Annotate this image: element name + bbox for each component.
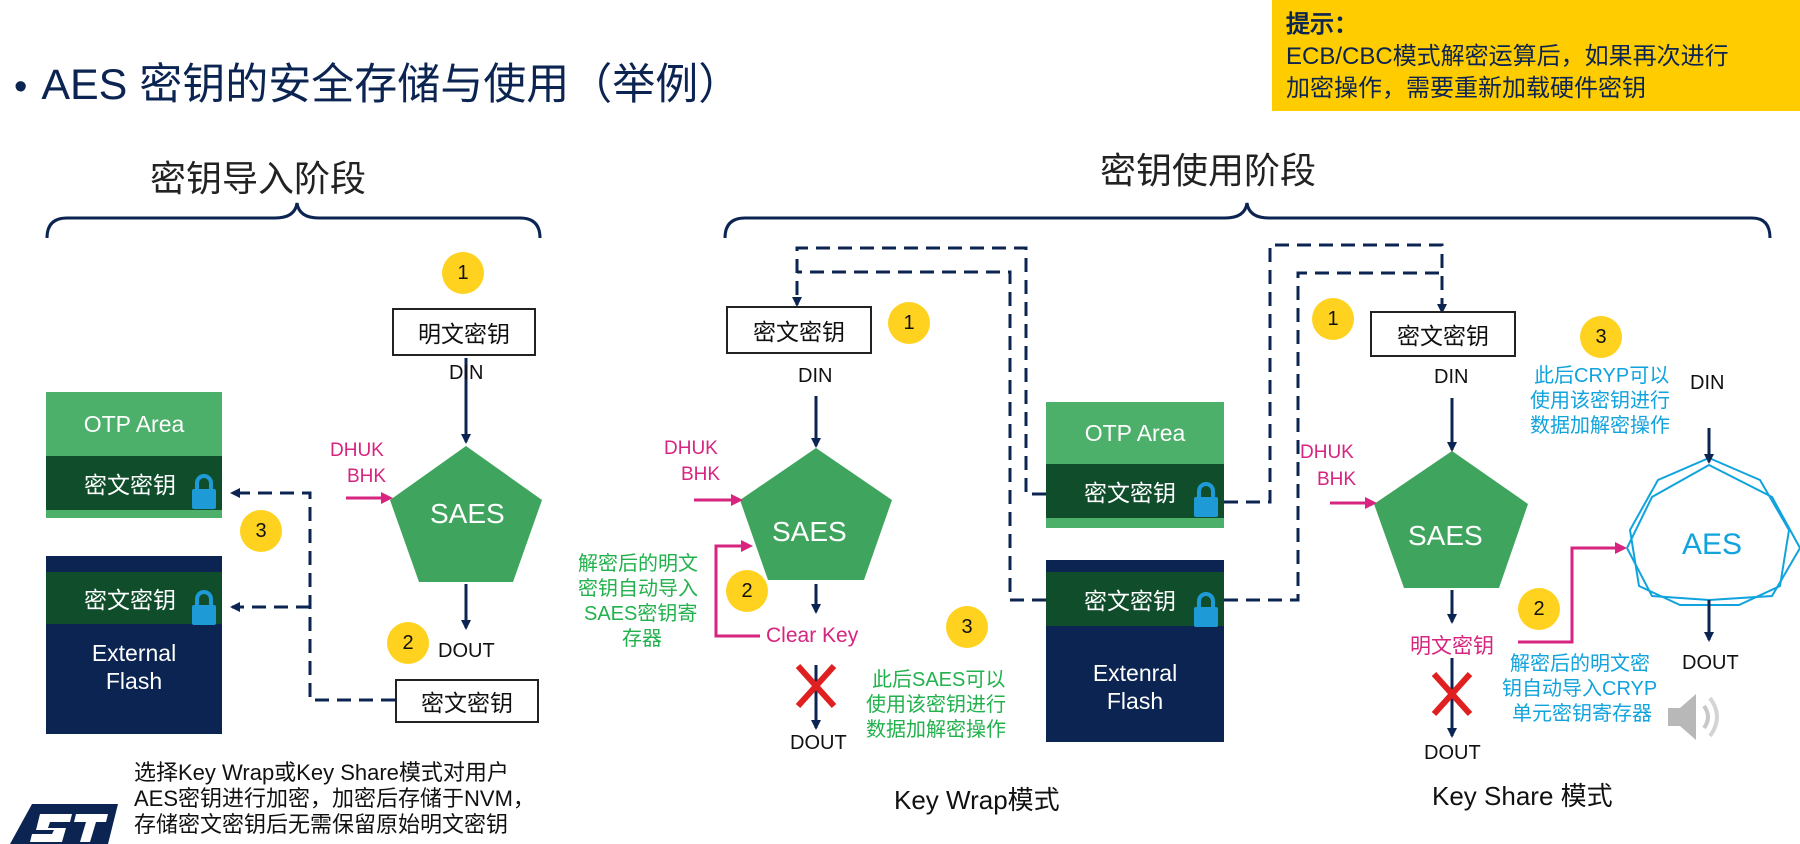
share-mode-label: Key Share 模式 <box>1432 781 1613 811</box>
external-flash-use: 密文密钥 Extenral Flash <box>1046 560 1224 742</box>
st-logo <box>10 804 118 844</box>
dhuk-label-wrap: DHUK <box>664 438 718 459</box>
step-badge-1-import: 1 <box>442 252 484 294</box>
wrap-auto-line-1: 解密后的明文 <box>578 553 698 575</box>
step-badge-2-share: 2 <box>1518 588 1560 630</box>
page-title: • AES 密钥的安全存储与使用（举例） <box>14 50 741 112</box>
bhk-label-wrap: BHK <box>681 464 721 485</box>
cipher-key-box-wrap: 密文密钥 <box>726 306 872 354</box>
din-label-import: DIN <box>449 362 484 384</box>
din-label-share: DIN <box>1434 366 1469 388</box>
wrap-then-line-2: 使用该密钥进行 <box>866 694 1006 716</box>
dhuk-label-import: DHUK <box>330 440 384 461</box>
saes-pentagon-wrap <box>740 448 892 580</box>
external-flash-import: 密文密钥 External Flash <box>46 556 222 734</box>
share-auto-line-1: 解密后的明文密 <box>1510 653 1650 675</box>
share-then-line-1: 此后CRYP可以 <box>1534 365 1670 387</box>
tip-line-1: ECB/CBC模式解密运算后，如果再次进行 <box>1286 43 1729 70</box>
tip-box: 提示： ECB/CBC模式解密运算后，如果再次进行 加密操作，需要重新加载硬件密… <box>1272 0 1800 111</box>
otp-area-label-use: OTP Area <box>1046 402 1224 464</box>
plain-key-label-share: 明文密钥 <box>1410 635 1494 658</box>
aes-din-label: DIN <box>1690 372 1725 394</box>
wrap-then-line-1: 此后SAES可以 <box>872 669 1006 691</box>
dhuk-label-share: DHUK <box>1300 442 1354 463</box>
cipher-key-box-share: 密文密钥 <box>1370 311 1516 357</box>
blocked-x-share <box>1431 671 1473 717</box>
otp-area-label: OTP Area <box>46 392 222 456</box>
share-auto-line-3: 单元密钥寄存器 <box>1512 703 1652 725</box>
phase-use-heading: 密钥使用阶段 <box>1100 150 1317 191</box>
wrap-auto-line-3: SAES密钥寄 <box>584 603 698 625</box>
lock-icon <box>1194 482 1218 517</box>
tip-line-2: 加密操作，需要重新加载硬件密钥 <box>1286 75 1646 102</box>
aes-label: AES <box>1682 528 1743 561</box>
title-bullet: • <box>14 66 28 108</box>
speaker-icon[interactable] <box>1664 686 1728 748</box>
blocked-x-wrap <box>795 663 837 709</box>
flash-label-2: Flash <box>46 666 222 696</box>
lock-icon <box>1194 592 1218 627</box>
share-then-line-3: 数据加解密操作 <box>1530 415 1670 437</box>
flash-label-2-use: Flash <box>1046 686 1224 716</box>
wrap-auto-line-2: 密钥自动导入 <box>578 578 698 600</box>
clear-key-label: Clear Key <box>766 624 859 647</box>
step-badge-3-share: 3 <box>1580 316 1622 358</box>
lock-icon <box>192 474 216 509</box>
share-auto-line-2: 钥自动导入CRYP <box>1502 678 1658 700</box>
wrap-auto-line-4: 存器 <box>622 628 662 650</box>
otp-area-use: OTP Area 密文密钥 <box>1046 402 1224 528</box>
share-then-line-2: 使用该密钥进行 <box>1530 390 1670 412</box>
import-note-line-2: AES密钥进行加密，加密后存储于NVM， <box>134 786 535 811</box>
wrap-then-line-3: 数据加解密操作 <box>866 719 1006 741</box>
title-text: AES 密钥的安全存储与使用（举例） <box>41 61 742 109</box>
plain-key-box-import: 明文密钥 <box>392 308 536 356</box>
brace-use <box>723 202 1772 239</box>
tip-heading: 提示： <box>1286 11 1358 38</box>
import-note-line-3: 存储密文密钥后无需保留原始明文密钥 <box>134 812 509 837</box>
bhk-label-import: BHK <box>347 466 387 487</box>
saes-pentagon-import <box>390 446 542 582</box>
din-label-wrap: DIN <box>798 365 833 387</box>
otp-area-import: OTP Area 密文密钥 <box>46 392 222 518</box>
saes-label-wrap: SAES <box>772 516 847 547</box>
bhk-label-share: BHK <box>1317 469 1357 490</box>
lock-icon <box>192 590 216 625</box>
step-badge-3-wrap: 3 <box>946 606 988 648</box>
brace-import <box>45 202 542 239</box>
step-badge-2-wrap: 2 <box>726 570 768 612</box>
saes-label-import: SAES <box>430 498 505 529</box>
dout-label-wrap: DOUT <box>790 732 847 754</box>
wrap-mode-label: Key Wrap模式 <box>894 785 1060 815</box>
step-badge-3-import: 3 <box>240 510 282 552</box>
aes-dout-label: DOUT <box>1682 652 1739 674</box>
step-badge-1-share: 1 <box>1312 298 1354 340</box>
saes-label-share: SAES <box>1408 520 1483 551</box>
saes-pentagon-share <box>1374 451 1528 588</box>
import-note-line-1: 选择Key Wrap或Key Share模式对用户 <box>134 760 509 785</box>
step-badge-2-import: 2 <box>387 622 429 664</box>
dout-label-import: DOUT <box>438 640 495 662</box>
flash-label-1: External <box>46 638 222 668</box>
step-badge-1-wrap: 1 <box>888 302 930 344</box>
cipher-key-box-import: 密文密钥 <box>395 679 539 723</box>
flash-label-1-use: Extenral <box>1046 658 1224 688</box>
dout-label-share: DOUT <box>1424 742 1481 764</box>
phase-import-heading: 密钥导入阶段 <box>150 158 367 199</box>
